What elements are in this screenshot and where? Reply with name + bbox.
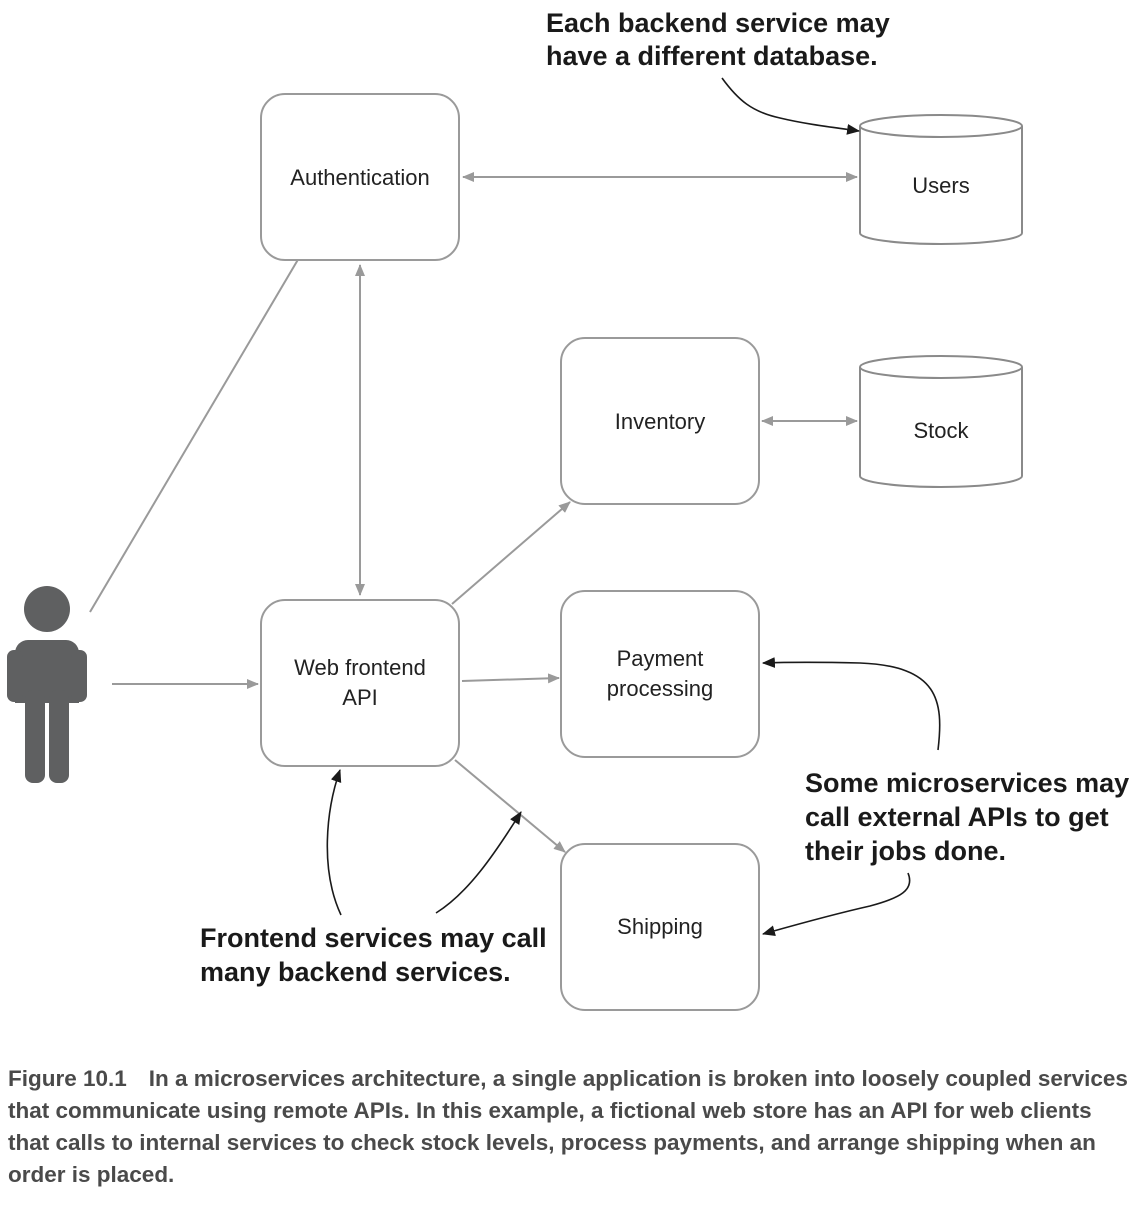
stock-label: Stock (913, 418, 969, 443)
shipping-box (560, 843, 760, 1011)
callout-arrow-frontend-backend (435, 811, 522, 914)
authentication-label: Authentication (290, 165, 429, 190)
callout-frontend-line1: Frontend services may call (200, 923, 547, 953)
callout-arrow-frontend-api (326, 768, 342, 916)
users-label: Users (912, 173, 969, 198)
authentication-box (260, 93, 460, 261)
figure-caption-text: In a microservices architecture, a singl… (8, 1066, 1128, 1187)
inventory-label: Inventory (615, 409, 706, 434)
callout-arrow-external-shipping (761, 872, 911, 936)
stock-database: Stock (859, 355, 1023, 488)
payment-processing-label-line2: processing (607, 676, 713, 701)
callout-external-line1: Some microservices may (805, 768, 1129, 798)
web-frontend-api-box (260, 599, 460, 767)
callout-external-line2: call external APIs to get (805, 802, 1109, 832)
web-frontend-api-label-line2: API (342, 685, 377, 710)
edge-user-authentication (89, 245, 307, 613)
edge-frontend-shipping (454, 759, 566, 853)
callout-database-line1: Each backend service may (546, 8, 890, 38)
edge-frontend-payment (461, 673, 560, 684)
shipping-label: Shipping (617, 914, 703, 939)
callout-arrow-external-payment (761, 657, 941, 751)
callout-frontend-line2: many backend services. (200, 957, 511, 987)
callout-database-line2: have a different database. (546, 41, 878, 71)
person-icon (7, 586, 87, 783)
callout-arrow-database (721, 77, 861, 135)
payment-processing-label-line1: Payment (617, 646, 704, 671)
architecture-diagram: Authentication Inventory Web frontend AP… (7, 8, 1129, 1011)
payment-processing-box (560, 590, 760, 758)
figure-number: Figure 10.1 (8, 1066, 127, 1091)
inventory-box (560, 337, 760, 505)
users-database: Users (859, 114, 1023, 245)
callout-external-line3: their jobs done. (805, 836, 1006, 866)
web-frontend-api-label-line1: Web frontend (294, 655, 426, 680)
edge-frontend-inventory (451, 501, 571, 605)
